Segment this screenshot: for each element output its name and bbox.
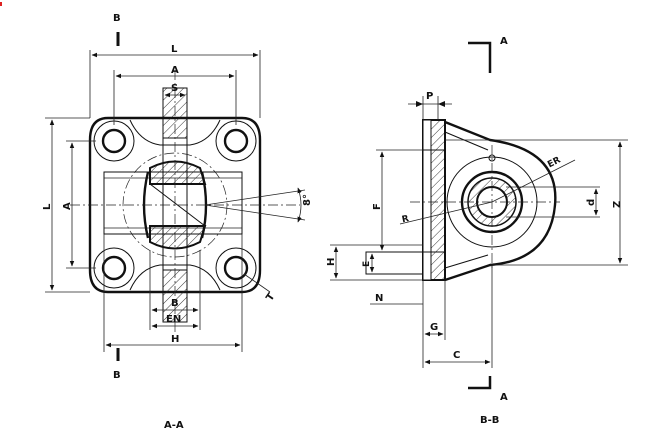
corner-mark: [0, 2, 2, 6]
dim-label-en: EN: [166, 314, 181, 325]
cut-line-a-bottom: [468, 376, 492, 390]
bolt-hole-bottom-right: [215, 247, 257, 289]
cut-label-b-top: B: [113, 13, 121, 24]
section-a-view: B B: [42, 13, 313, 431]
dim-label-f: F: [372, 203, 383, 210]
dim-label-g: G: [430, 322, 438, 333]
dim-label-a-top: A: [171, 65, 179, 76]
dim-label-h-bottom: H: [171, 334, 179, 345]
bolt-hole-top-right: [215, 120, 257, 162]
section-title-b-b: B-B: [480, 415, 499, 426]
cut-line-a-top: [468, 41, 492, 73]
dim-label-angle: 8°: [302, 194, 313, 206]
dim-label-z: Z: [612, 201, 623, 208]
cut-label-a-bottom: A: [500, 392, 508, 403]
dim-label-b: B: [171, 298, 179, 309]
section-b-view: A A R ER P F: [326, 36, 628, 426]
bolt-hole-bottom-left: [93, 247, 135, 289]
dim-label-l-top: L: [171, 44, 178, 55]
section-title-a-a: A-A: [164, 420, 184, 431]
dim-label-p: P: [426, 91, 433, 102]
dim-label-t: T: [264, 291, 277, 303]
cut-label-a-top: A: [500, 36, 508, 47]
spigot: [365, 251, 424, 275]
dim-label-l-left: L: [42, 203, 53, 210]
dim-label-a-left: A: [62, 202, 73, 210]
cut-label-b-bottom: B: [113, 370, 121, 381]
dim-label-e: E: [362, 261, 372, 267]
dim-label-n: N: [375, 293, 383, 304]
dim-label-d: d: [586, 199, 597, 206]
dim-label-h-right: H: [326, 258, 337, 266]
dim-label-c: C: [453, 350, 460, 361]
dim-label-s: S: [171, 83, 178, 94]
bolt-hole-top-left: [93, 120, 135, 162]
lug-body: [444, 120, 557, 282]
spherical-ball: [149, 160, 207, 185]
dim-label-r: R: [401, 214, 410, 225]
